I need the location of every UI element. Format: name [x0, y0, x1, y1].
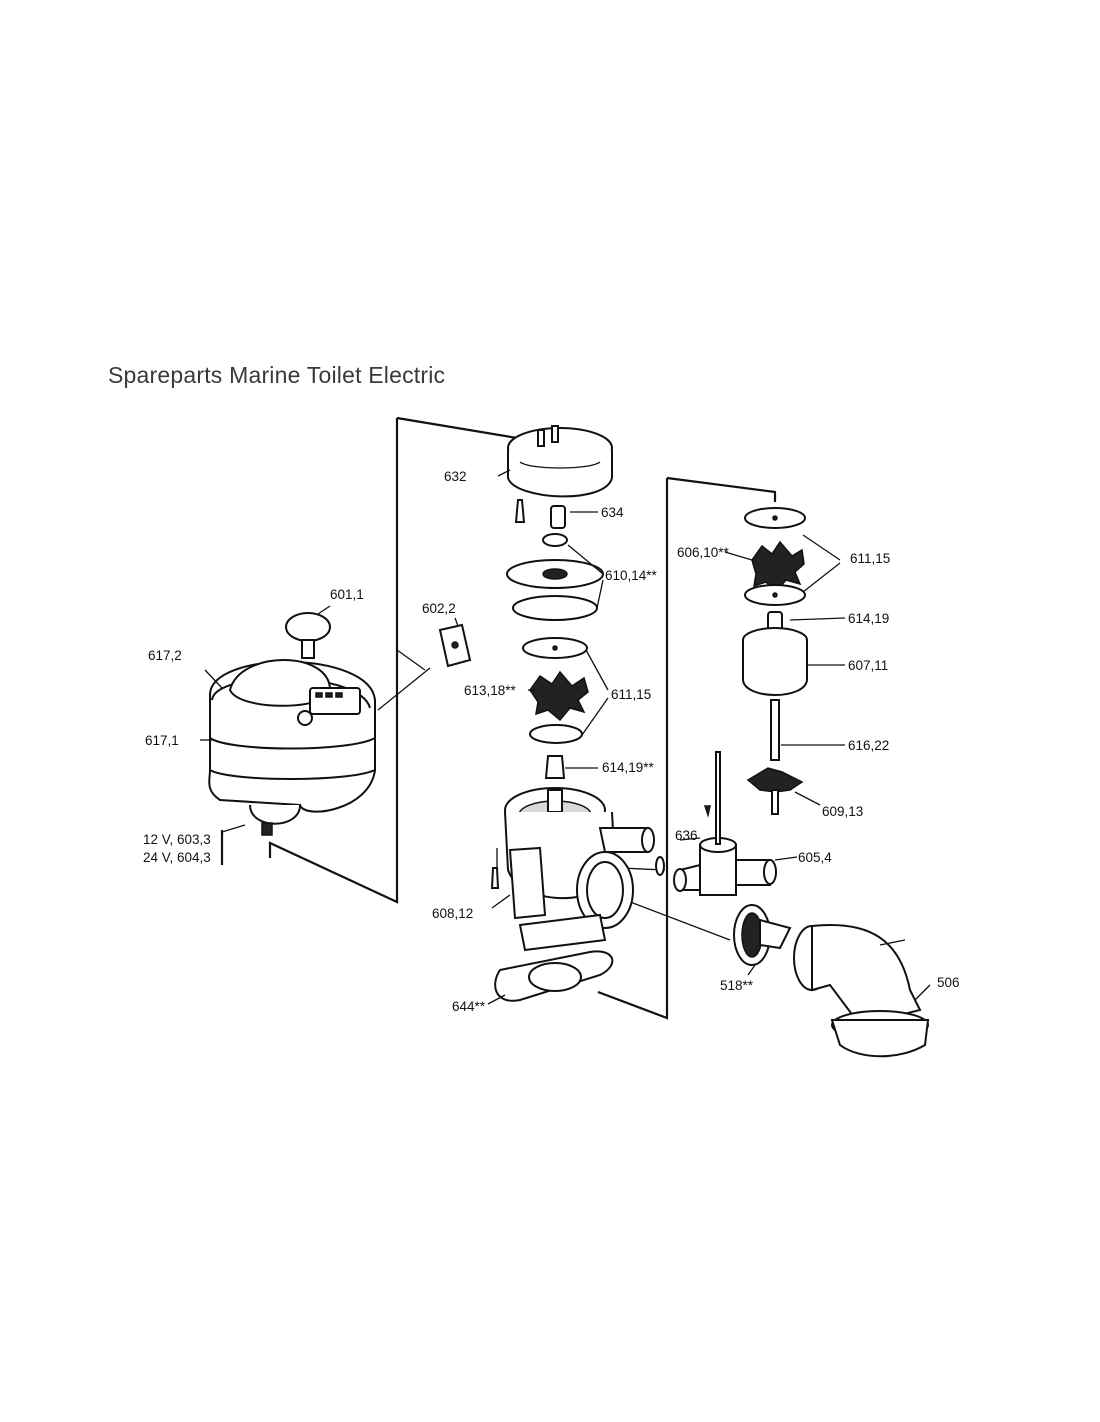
label-605-4: 605,4 — [798, 850, 832, 865]
switch-602 — [377, 617, 472, 711]
label-634: 634 — [601, 505, 624, 520]
label-607-11: 607,11 — [848, 658, 888, 673]
label-614-19-right: 614,19 — [848, 611, 889, 626]
part-labels: 632 634 610,14** 611,15 613,18** 614,19*… — [143, 469, 960, 1014]
label-614-19-left: 614,19** — [602, 760, 655, 775]
right-pump-stack — [724, 507, 846, 815]
upper-pump-stack — [506, 533, 609, 779]
label-616-22: 616,22 — [848, 738, 889, 753]
label-603-3: 12 V, 603,3 — [143, 832, 211, 847]
bearing-634 — [550, 505, 598, 529]
label-506: 506 — [937, 975, 960, 990]
knob-601 — [285, 605, 331, 659]
label-611-15-left: 611,15 — [611, 687, 651, 702]
pump-body-608 — [490, 787, 655, 952]
label-602-2: 602,2 — [422, 601, 456, 616]
flap-valve-518 — [733, 904, 792, 976]
top-cap-632 — [497, 425, 613, 523]
label-609-13: 609,13 — [822, 804, 863, 819]
assembly-frame-lines — [268, 416, 777, 1020]
gasket-644 — [487, 950, 614, 1005]
label-617-2: 617,2 — [148, 648, 182, 663]
label-617-1: 617,1 — [145, 733, 179, 748]
label-608-12: 608,12 — [432, 906, 473, 921]
label-613-18: 613,18** — [464, 683, 517, 698]
label-632: 632 — [444, 469, 467, 484]
elbow-hose-506 — [793, 924, 931, 1058]
label-636: 636 — [675, 828, 698, 843]
label-610-14: 610,14** — [605, 568, 658, 583]
label-601-1: 601,1 — [330, 587, 364, 602]
page-title: Spareparts Marine Toilet Electric — [108, 362, 446, 388]
label-644: 644** — [452, 999, 486, 1014]
valve-605 — [655, 751, 798, 896]
label-606-10: 606,10** — [677, 545, 730, 560]
label-604-3: 24 V, 604,3 — [143, 850, 211, 865]
label-611-15-right: 611,15 — [850, 551, 890, 566]
motor-housing-617 — [200, 659, 376, 865]
label-518: 518** — [720, 978, 754, 993]
